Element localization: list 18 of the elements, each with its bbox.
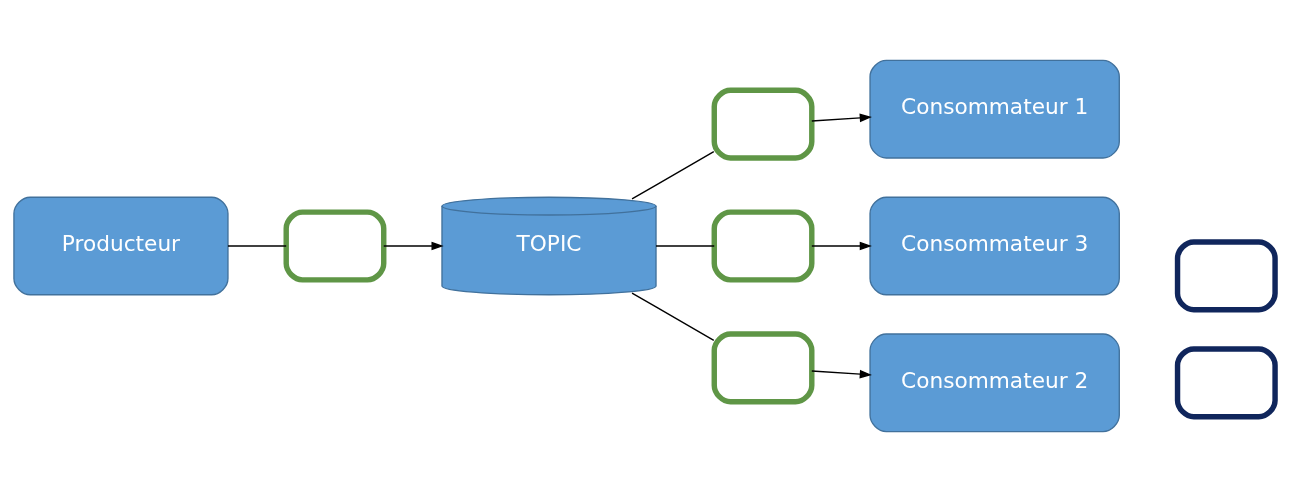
node-box: Consommateur 1 xyxy=(869,59,1120,159)
node-envelope xyxy=(711,87,815,161)
connector xyxy=(227,244,287,247)
connector xyxy=(631,291,715,341)
node-box: Consommateur 2 xyxy=(869,332,1120,432)
arrow xyxy=(383,241,444,250)
node-box: Producteur xyxy=(13,196,229,295)
arrow xyxy=(811,113,872,122)
node-envelope xyxy=(711,208,815,283)
node-box: Consommateur 3 xyxy=(869,196,1120,295)
arrow xyxy=(811,369,872,378)
node-envelope xyxy=(711,330,815,404)
arrow xyxy=(811,241,872,250)
node-envelope xyxy=(1174,345,1278,419)
node-envelope xyxy=(283,208,387,283)
connector xyxy=(631,150,715,200)
node-envelope xyxy=(1174,238,1278,312)
connector xyxy=(655,244,715,247)
